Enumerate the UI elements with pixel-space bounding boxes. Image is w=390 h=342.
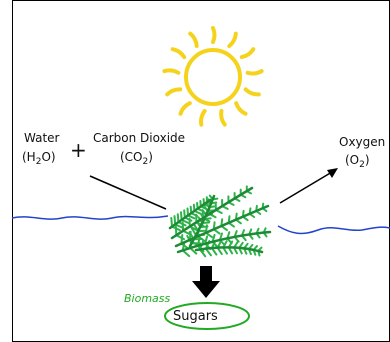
sun-ray (199, 109, 207, 127)
sun-ray (243, 87, 261, 97)
sun-ray (227, 31, 238, 48)
sun-ray (245, 69, 264, 76)
sun-ray (219, 109, 227, 127)
water-line (11, 215, 390, 235)
sun-ray (178, 101, 192, 116)
biomass-label: Biomass (124, 292, 171, 305)
plus-sign: + (70, 138, 87, 162)
sugars-ellipse (164, 302, 250, 330)
sugars-label: Sugars (173, 309, 218, 324)
input-arrow (89, 175, 167, 210)
oxygen-arrow (279, 168, 338, 204)
plant-stem (168, 198, 212, 230)
sun-icon (162, 26, 264, 127)
water-label: Water (24, 131, 59, 145)
oxygen-name: Oxygen (339, 135, 386, 149)
oxygen-label: Oxygen (339, 135, 385, 149)
sun-ray (211, 26, 217, 44)
carbon-dioxide-formula: (CO2) (120, 150, 153, 167)
carbon-dioxide-name: Carbon Dioxide (93, 131, 186, 145)
biomass-down-arrow (192, 266, 220, 298)
water-formula: (H2O) (22, 150, 56, 167)
sun-ray (165, 87, 183, 97)
sun-ray (188, 31, 199, 48)
plant-stem (188, 194, 216, 248)
plant-stem (170, 186, 254, 240)
plant-stem (174, 204, 270, 248)
plant-stem (194, 246, 264, 254)
sun-ray (239, 47, 256, 60)
plant-stem (176, 230, 272, 254)
sun-ray (162, 68, 181, 75)
oxygen-formula: (O2) (345, 153, 370, 170)
water-name: Water (24, 131, 60, 145)
plant-leaflet (180, 234, 184, 245)
sun-ray (170, 47, 187, 60)
sun-ray (234, 101, 248, 116)
carbon-dioxide-label: Carbon Dioxide (93, 131, 185, 145)
plant-icon (168, 185, 272, 258)
